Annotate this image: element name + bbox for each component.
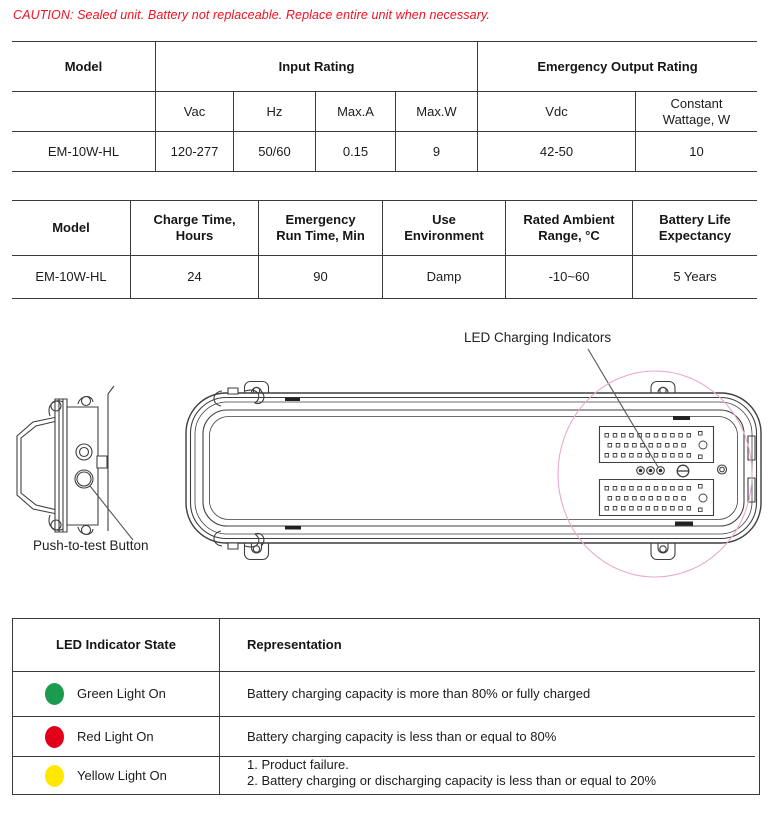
gasket-marks (285, 397, 693, 530)
ratings-subheader-vac: Vac (155, 92, 233, 132)
spec-table: Model Charge Time, Hours Emergency Run T… (12, 200, 757, 299)
charging-indicator-leds (637, 467, 665, 475)
led-board-lower (600, 480, 714, 516)
spec-value-charge-time: 24 (130, 256, 258, 299)
ratings-value-hz: 50/60 (233, 132, 315, 172)
fixture-top-view (186, 349, 761, 577)
end-plate (55, 399, 67, 532)
ratings-header-emergency: Emergency Output Rating (477, 42, 757, 92)
ratings-value-vac: 120-277 (155, 132, 233, 172)
caution-text: CAUTION: Sealed unit. Battery not replac… (13, 8, 490, 22)
spec-header-model: Model (12, 201, 130, 256)
ratings-subheader-hz: Hz (233, 92, 315, 132)
spec-header-charge-time: Charge Time, Hours (130, 201, 258, 256)
spec-header-battery-life: Battery Life Expectancy (632, 201, 757, 256)
end-clips (214, 388, 264, 549)
led-table-header-representation: Representation (219, 619, 755, 672)
test-button-symbol (677, 465, 689, 477)
ratings-header-model: Model (12, 42, 155, 92)
led-representation-red: Battery charging capacity is less than o… (219, 717, 755, 757)
yellow-led-dot (45, 764, 64, 787)
end-body (67, 407, 98, 525)
ratings-subheader-empty (12, 92, 155, 132)
ratings-header-input: Input Rating (155, 42, 477, 92)
spec-value-battery-life: 5 Years (632, 256, 757, 299)
red-led-label: Red Light On (77, 728, 154, 744)
spec-header-environment: Use Environment (382, 201, 505, 256)
highlight-ellipse (558, 371, 752, 577)
spec-header-run-time: Emergency Run Time, Min (258, 201, 382, 256)
led-board-upper (600, 427, 714, 463)
spec-value-model: EM-10W-HL (12, 256, 130, 299)
ratings-value-maxw: 9 (395, 132, 477, 172)
green-led-dot (45, 683, 64, 705)
led-board-squares (605, 434, 691, 511)
mounting-tabs (245, 382, 676, 560)
led-representation-yellow: 1. Product failure. 2. Battery charging … (219, 757, 755, 794)
side-tab (97, 456, 107, 468)
spec-header-ambient: Rated Ambient Range, °C (505, 201, 632, 256)
push-button-leader-line (90, 486, 133, 540)
spec-value-run-time: 90 (258, 256, 382, 299)
ratings-value-maxa: 0.15 (315, 132, 395, 172)
spec-value-ambient: -10~60 (505, 256, 632, 299)
red-led-dot (45, 725, 64, 748)
yellow-representation-line2: 2. Battery charging or discharging capac… (247, 773, 657, 788)
green-led-label: Green Light On (77, 686, 166, 702)
led-state-table: LED Indicator State Representation Green… (12, 618, 760, 795)
led-board-details (699, 432, 708, 512)
ratings-value-vdc: 42-50 (477, 132, 635, 172)
led-charging-indicators-label: LED Charging Indicators (464, 330, 612, 345)
ratings-subheader-maxa: Max.A (315, 92, 395, 132)
yellow-led-label: Yellow Light On (77, 767, 167, 783)
push-to-test-button-label: Push-to-test Button (33, 538, 149, 553)
ratings-subheader-vdc: Vdc (477, 92, 635, 132)
fixture-end-view (17, 386, 133, 540)
ratings-value-wattage: 10 (635, 132, 757, 172)
gland-top-view (718, 465, 727, 474)
led-indicators-leader-line (588, 349, 658, 467)
led-table-header-state: LED Indicator State (13, 619, 219, 672)
led-representation-green: Battery charging capacity is more than 8… (219, 672, 755, 717)
led-state-yellow: Yellow Light On (13, 757, 219, 794)
fixture-technical-drawing (0, 320, 768, 610)
led-state-red: Red Light On (13, 717, 219, 757)
ratings-value-model: EM-10W-HL (12, 132, 155, 172)
end-cap-inner-contour (21, 421, 57, 510)
push-to-test-button (75, 470, 93, 488)
yellow-representation-line1: 1. Product failure. (247, 757, 349, 772)
ratings-table: Model Input Rating Emergency Output Rati… (12, 41, 757, 172)
housing-outline (186, 393, 761, 543)
end-cap-housing (17, 417, 57, 514)
mounting-wall-line (108, 386, 114, 531)
lens-outline (203, 410, 744, 526)
led-state-green: Green Light On (13, 672, 219, 717)
spec-value-environment: Damp (382, 256, 505, 299)
ratings-subheader-wattage: Constant Wattage, W (635, 92, 757, 132)
ratings-subheader-maxw: Max.W (395, 92, 477, 132)
cable-gland (76, 444, 92, 460)
